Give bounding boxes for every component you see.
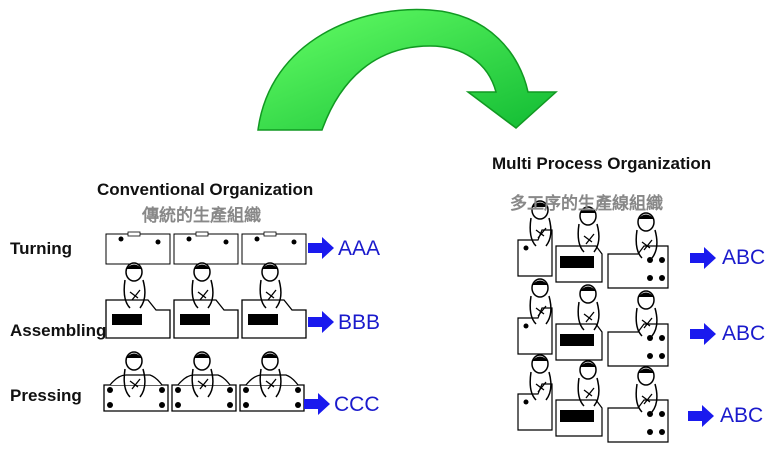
row-label-turning: Turning bbox=[10, 239, 72, 258]
multi-process-title: Multi Process Organization bbox=[492, 154, 712, 173]
output-aaa: AAA bbox=[338, 237, 381, 260]
output-abc-1: ABC bbox=[722, 246, 766, 269]
conventional-title: Conventional Organization bbox=[97, 180, 314, 199]
curved-arrow bbox=[257, 8, 558, 131]
output-ccc: CCC bbox=[334, 393, 380, 416]
assembling-machines bbox=[106, 263, 306, 338]
row-label-assembling: Assembling bbox=[10, 321, 107, 340]
multi-process-cell-2 bbox=[518, 279, 668, 366]
pressing-machines bbox=[104, 352, 304, 411]
turning-machines bbox=[105, 231, 307, 265]
pressing-output-arrow bbox=[304, 393, 330, 415]
multi-process-cell-3 bbox=[518, 355, 668, 442]
cell-1-output-arrow bbox=[690, 247, 716, 269]
output-bbb: BBB bbox=[338, 311, 381, 334]
output-abc-3: ABC bbox=[720, 404, 764, 427]
output-abc-2: ABC bbox=[722, 322, 766, 345]
assembling-output-arrow bbox=[308, 311, 334, 333]
conventional-subtitle: 傳統的生產組織 bbox=[142, 206, 261, 226]
multi-process-subtitle: 多工序的生產線組織 bbox=[510, 194, 663, 214]
turning-output-arrow bbox=[308, 237, 334, 259]
row-label-pressing: Pressing bbox=[10, 386, 82, 405]
cell-3-output-arrow bbox=[688, 405, 714, 427]
cell-2-output-arrow bbox=[690, 323, 716, 345]
multi-process-cell-1 bbox=[518, 201, 668, 288]
